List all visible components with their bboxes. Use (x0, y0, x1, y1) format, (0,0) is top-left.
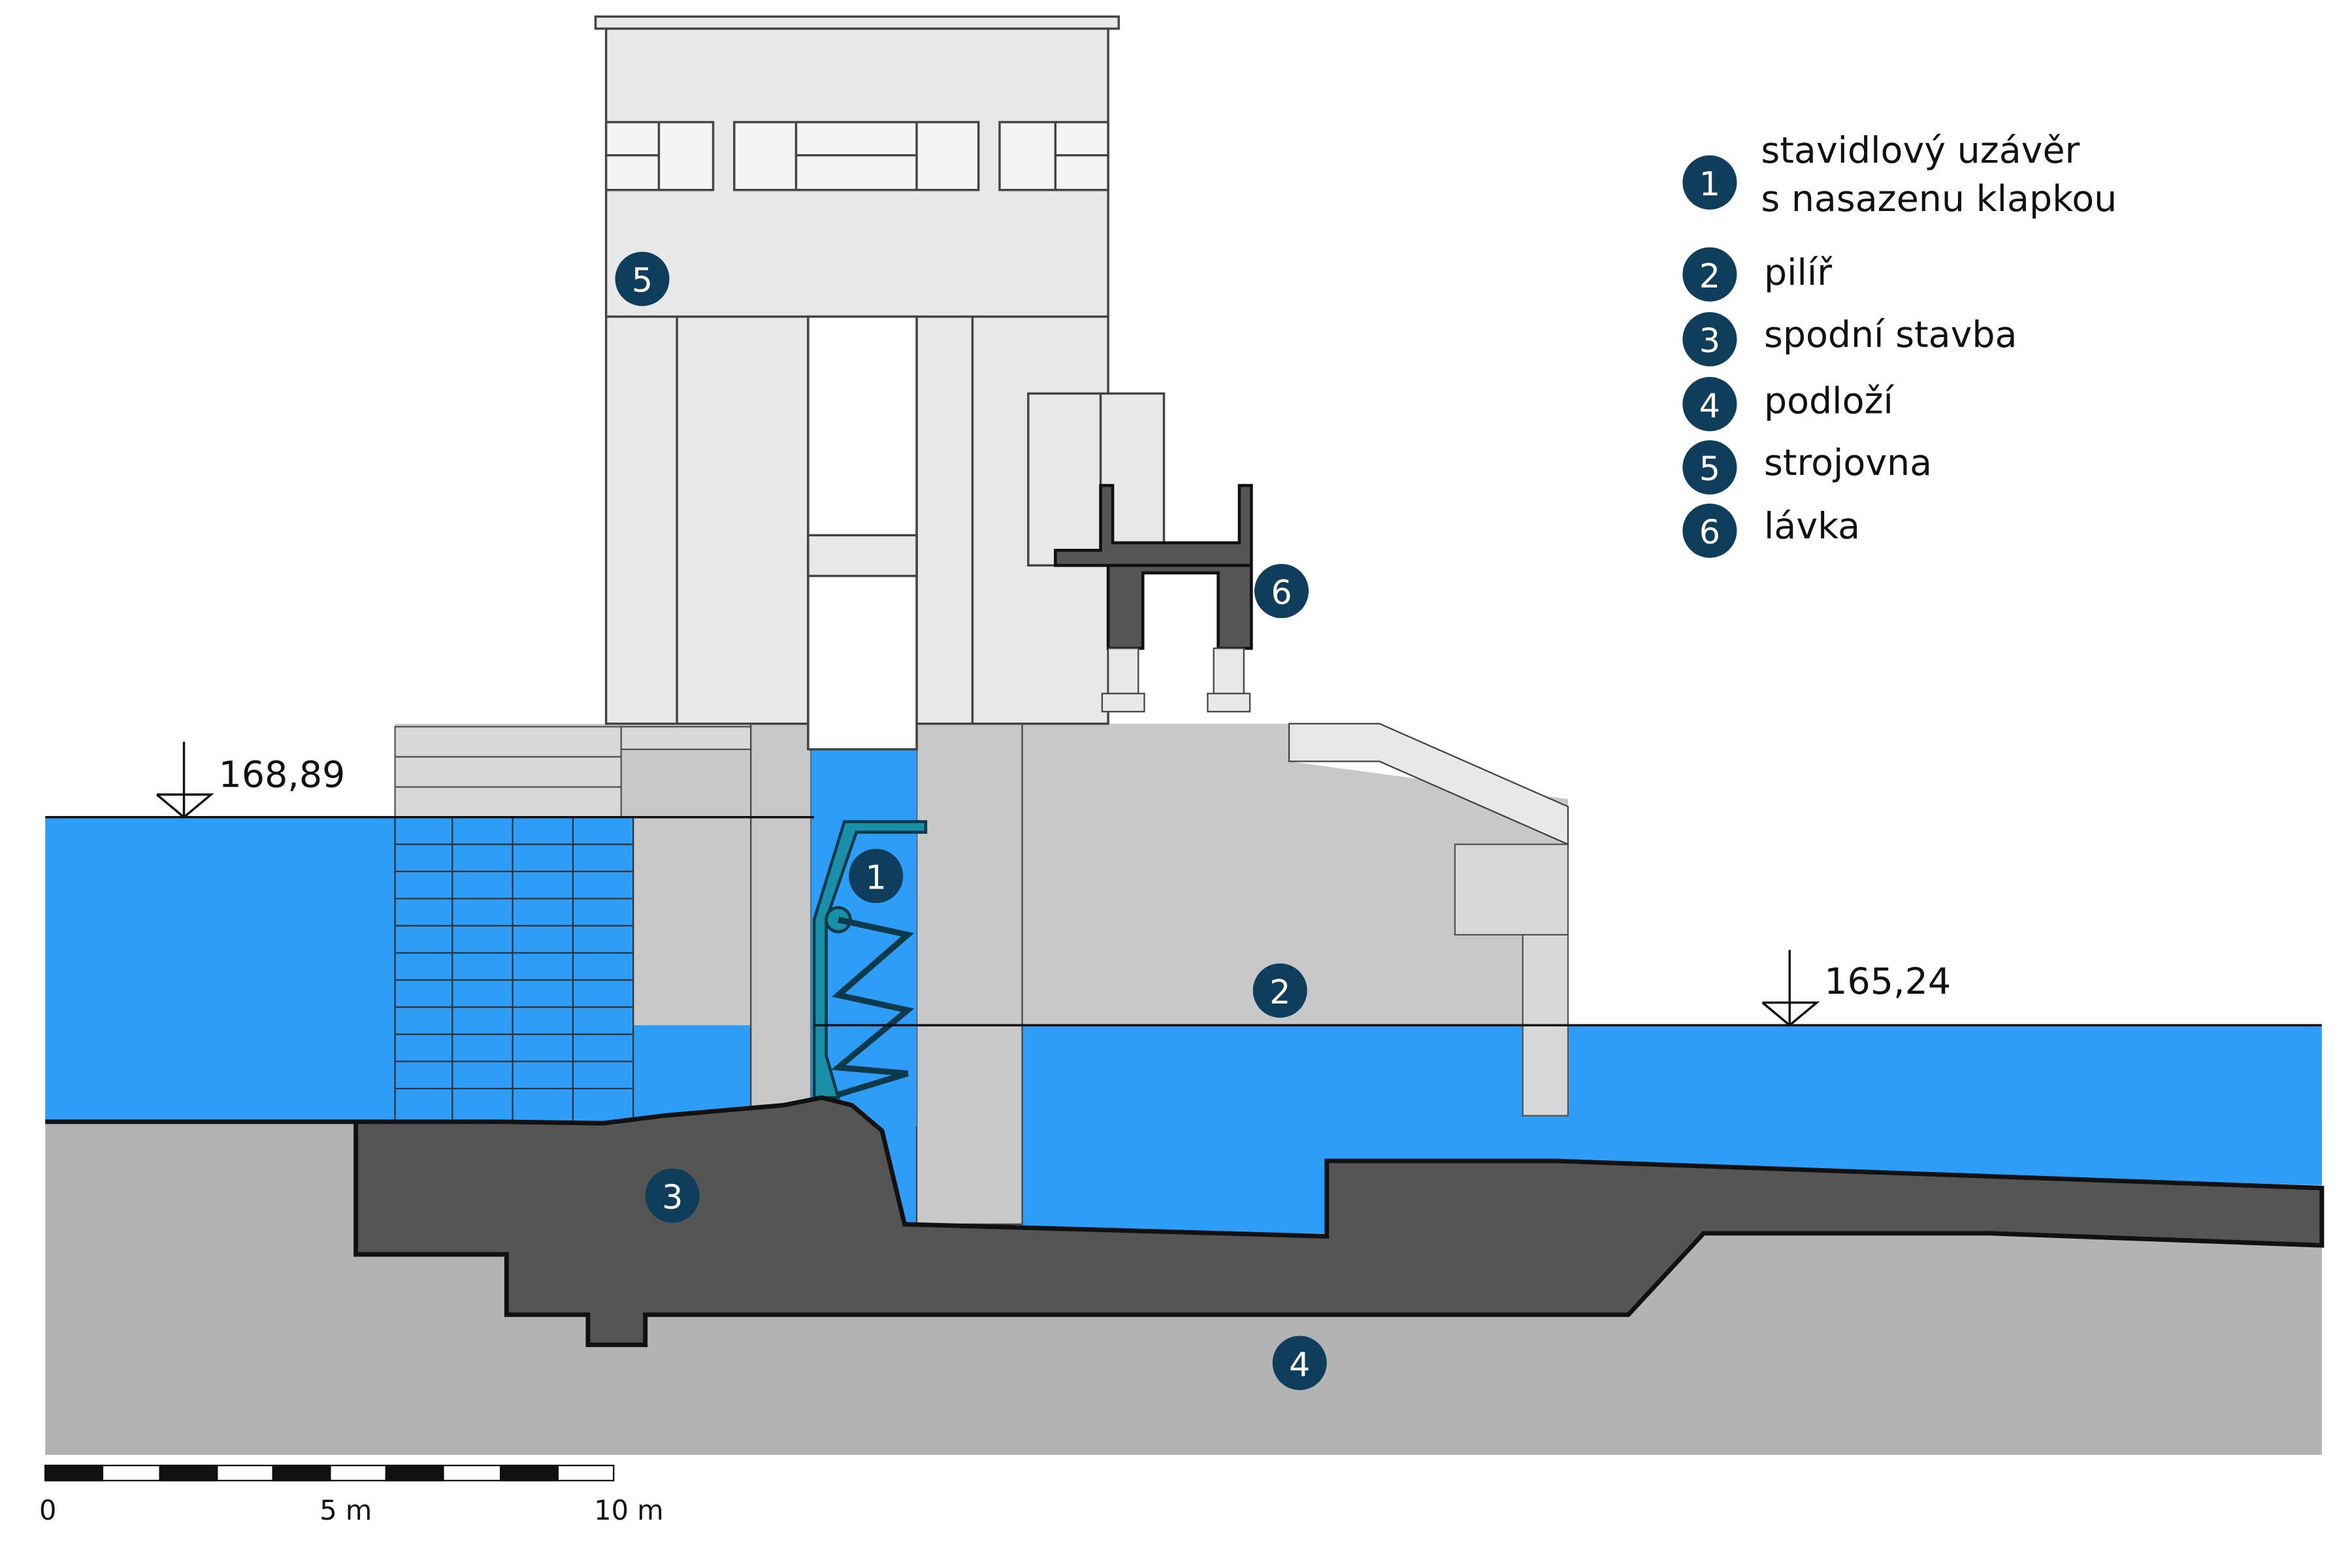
machine-house-shaft (807, 315, 918, 751)
upstream-masonry-joints (395, 817, 634, 1125)
svg-text:2: 2 (1699, 257, 1720, 295)
scale-label-0: 0 (39, 1494, 56, 1526)
legend-item-6-label: lávka (1764, 506, 1860, 547)
scale-bar (44, 1464, 615, 1482)
scale-label-10m: 10 m (594, 1494, 663, 1526)
foundation (353, 1095, 2325, 1347)
legend-item-5-label: strojovna (1764, 442, 1932, 484)
marker-3: 3 (645, 1168, 700, 1223)
svg-text:1: 1 (1699, 165, 1720, 203)
pier-nose (1288, 723, 1569, 846)
legend-item-4: 4 podloží (1682, 376, 1895, 431)
legend-item-1-line-1: stavidlový uzávěr (1761, 130, 2080, 172)
legend-item-2-label: pilíř (1764, 252, 1833, 294)
svg-text:4: 4 (1289, 1345, 1310, 1384)
water-level-downstream-label: 165,24 (1824, 961, 1951, 1003)
footbridge-supports (1101, 647, 1251, 713)
svg-text:3: 3 (662, 1178, 683, 1217)
control-cabinet (1027, 392, 1166, 567)
legend-item-4-label: podloží (1764, 380, 1895, 422)
marker-5: 5 (615, 252, 670, 306)
gate (812, 820, 928, 1100)
svg-text:2: 2 (1269, 973, 1290, 1011)
water-level-downstream-marker (814, 949, 2322, 1027)
machine-house-windows (604, 121, 1109, 191)
svg-text:5: 5 (632, 261, 653, 300)
legend: 1 stavidlový uzávěr s nasazenu klapkou 2… (1682, 130, 2117, 558)
upstream-masonry (394, 816, 634, 1126)
water-level-upstream-label: 168,89 (219, 755, 346, 796)
marker-2: 2 (1252, 963, 1307, 1018)
svg-text:4: 4 (1699, 386, 1720, 425)
svg-text:3: 3 (1699, 321, 1720, 360)
svg-text:1: 1 (866, 858, 887, 897)
downstream-water (814, 1025, 2322, 1233)
legend-item-1-line-2: s nasazenu klapkou (1761, 178, 2117, 220)
legend-item-5: 5 strojovna (1682, 440, 1932, 495)
legend-item-3: 3 spodní stavba (1682, 312, 2017, 367)
svg-text:6: 6 (1699, 513, 1720, 551)
svg-text:5: 5 (1699, 449, 1720, 488)
footbridge (1054, 483, 1253, 650)
pier-top-masonry (394, 726, 758, 818)
water-level-upstream-marker (45, 742, 815, 819)
machine-house-shaft-beam (807, 534, 918, 578)
marker-4: 4 (1272, 1335, 1327, 1390)
legend-item-2: 2 pilíř (1682, 247, 1833, 302)
marker-1: 1 (849, 849, 904, 904)
marker-6: 6 (1254, 564, 1309, 619)
gate-slot-left (750, 650, 812, 1127)
svg-text:6: 6 (1271, 573, 1292, 612)
legend-item-1: 1 stavidlový uzávěr s nasazenu klapkou (1682, 130, 2117, 220)
gate-slot-right (915, 650, 1023, 1225)
legend-item-6: 6 lávka (1682, 503, 1860, 558)
legend-item-3-label: spodní stavba (1764, 314, 2017, 356)
machine-house-roof (594, 15, 1120, 30)
scale-label-5m: 5 m (319, 1494, 372, 1526)
